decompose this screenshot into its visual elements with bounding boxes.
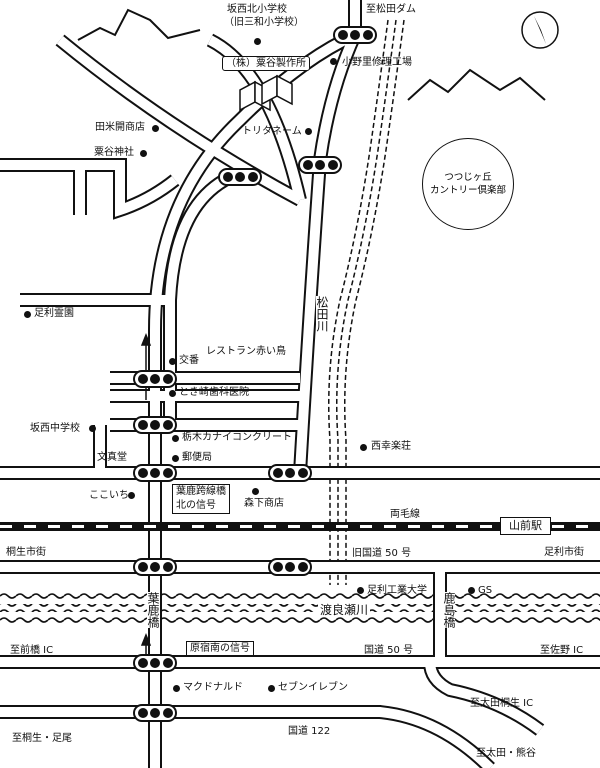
location-dot xyxy=(89,425,96,432)
label-ashikaga-street: 足利市街 xyxy=(544,547,584,558)
signal-icon xyxy=(333,26,377,44)
location-dot xyxy=(140,150,147,157)
label-hamo-line: 両毛線 xyxy=(390,509,420,520)
label-watarase: 渡良瀬川 xyxy=(318,603,371,617)
label-haga-signal-2: 北の信号 xyxy=(176,500,216,511)
label-koban: 交番 xyxy=(179,355,199,366)
label-matsuda-dam: 至松田ダム xyxy=(366,4,416,15)
label-route50: 国道 50 号 xyxy=(364,645,414,656)
location-dot xyxy=(254,38,261,45)
signal-icon xyxy=(268,464,312,482)
label-sakanishi-kita-old: （旧三和小学校） xyxy=(224,17,304,28)
factory-icon xyxy=(239,74,293,112)
label-seven-eleven: セブンイレブン xyxy=(278,682,348,693)
label-tritaname: トリタネーム xyxy=(242,126,302,137)
label-sakanishi-kita: 坂西北小学校 xyxy=(227,4,287,15)
tsutsuji-country-club: つつじヶ丘 カントリー倶楽部 xyxy=(422,138,514,230)
location-dot xyxy=(152,125,159,132)
label-ashikaga-cemetery: 足利霊園 xyxy=(34,308,74,319)
location-dot xyxy=(268,685,275,692)
callout-harajuku-signal: 原宿南の信号 xyxy=(186,641,254,656)
matsuda-river xyxy=(328,19,405,585)
label-kokoichi: ここいち xyxy=(89,490,129,501)
label-bunshindo: 文真堂 xyxy=(97,452,127,463)
label-tayone: 田米開商店 xyxy=(95,122,145,133)
location-dot xyxy=(252,488,259,495)
location-dot xyxy=(169,390,176,397)
label-sano-ic: 至佐野 IC xyxy=(540,645,584,656)
label-kiryu-street: 桐生市街 xyxy=(6,547,46,558)
location-dot xyxy=(468,587,475,594)
label-morishita: 森下商店 xyxy=(244,498,284,509)
signal-icon xyxy=(268,558,312,576)
signal-icon xyxy=(133,654,177,672)
location-dot xyxy=(357,587,364,594)
label-maebashi-ic: 至前橋 IC xyxy=(10,645,54,656)
label-sakanishi-chu: 坂西中学校 xyxy=(30,423,80,434)
signal-icon xyxy=(133,464,177,482)
label-matsuda-river: 松田川 xyxy=(315,296,329,332)
label-gs: GS xyxy=(478,585,493,596)
label-saikoso: 西幸楽荘 xyxy=(371,441,411,452)
location-dot xyxy=(360,444,367,451)
label-mcdonalds: マクドナルド xyxy=(183,682,243,693)
location-dot xyxy=(330,58,337,65)
signal-icon xyxy=(298,156,342,174)
signal-icon xyxy=(133,558,177,576)
label-tsutsuji-2: カントリー倶楽部 xyxy=(429,185,506,196)
location-dot xyxy=(305,128,312,135)
label-tochigi-concrete: 栃木カナイコンクリート xyxy=(182,432,292,443)
signal-icon xyxy=(133,370,177,388)
label-kiryu-ashio: 至桐生・足尾 xyxy=(12,733,72,744)
label-awaya: （株）粟谷製作所 xyxy=(222,56,310,71)
watarase-river xyxy=(0,592,600,624)
label-ashikaga-univ: 足利工業大学 xyxy=(367,585,427,596)
label-awaya-shrine: 粟谷神社 xyxy=(94,147,134,158)
ryomo-line xyxy=(0,522,600,531)
label-route122: 国道 122 xyxy=(288,726,331,737)
location-dot xyxy=(128,492,135,499)
label-haga-bridge: 葉鹿橋 xyxy=(146,592,160,628)
signal-icon xyxy=(133,416,177,434)
compass-icon xyxy=(521,11,559,49)
callout-haga-signal: 葉鹿跨線橋 北の信号 xyxy=(172,484,230,514)
label-haga-signal-1: 葉鹿跨線橋 xyxy=(176,486,226,497)
label-ota-kumagaya: 至太田・熊谷 xyxy=(476,748,536,759)
label-post: 郵便局 xyxy=(182,452,212,463)
label-akaidori: レストラン赤い鳥 xyxy=(206,346,286,357)
label-kashima-bridge: 鹿島橋 xyxy=(442,592,456,628)
mountain-icon xyxy=(77,8,546,101)
location-dot xyxy=(169,358,176,365)
label-tokizaki: とき崎歯科医院 xyxy=(179,387,249,398)
location-dot xyxy=(173,685,180,692)
label-old-route50: 旧国道 50 号 xyxy=(352,548,412,559)
location-dot xyxy=(24,311,31,318)
signal-icon xyxy=(218,168,262,186)
yamamae-station: 山前駅 xyxy=(500,517,551,535)
location-dot xyxy=(172,455,179,462)
label-onoya: 小野里修理工場 xyxy=(342,57,412,68)
label-ota-kiryu-ic: 至太田桐生 IC xyxy=(470,698,534,709)
location-dot xyxy=(172,435,179,442)
label-tsutsuji-1: つつじヶ丘 xyxy=(444,172,492,183)
signal-icon xyxy=(133,704,177,722)
